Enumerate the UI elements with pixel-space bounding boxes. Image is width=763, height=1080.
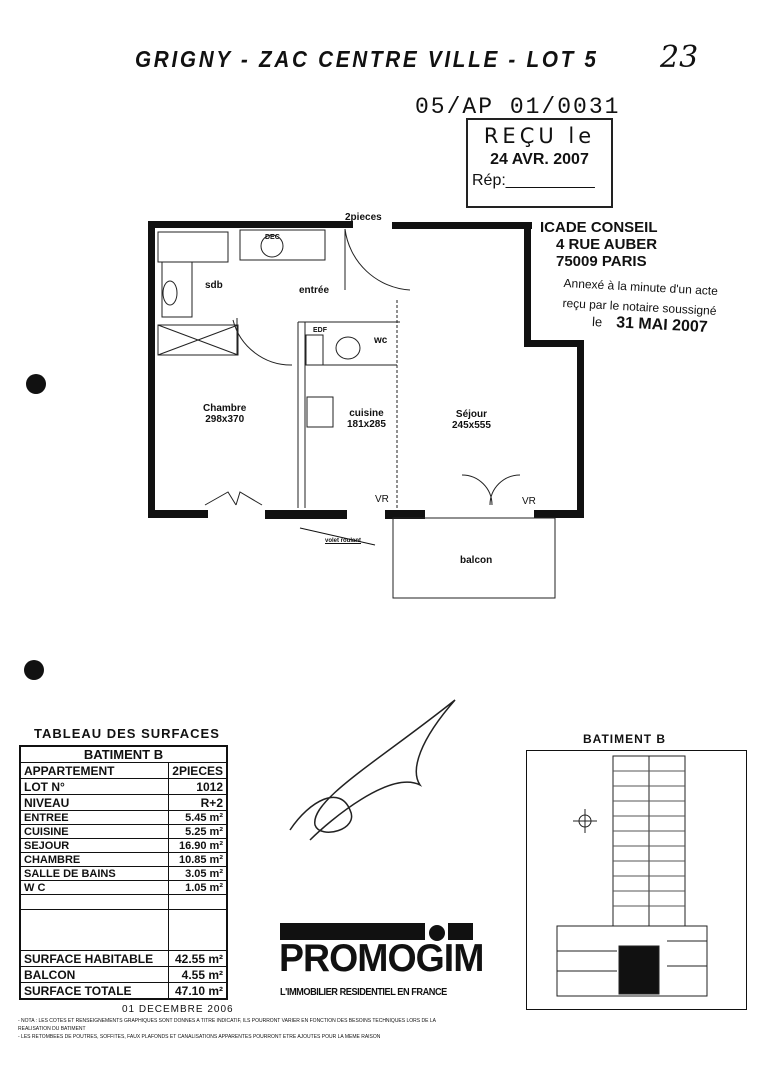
note-1: - NOTA : LES COTES ET RENSEIGNEMENTS GRA… <box>18 1018 436 1032</box>
walls <box>148 221 584 519</box>
logo-bar <box>280 923 425 940</box>
room-wc: wc <box>374 335 388 346</box>
notary-company: ICADE CONSEIL <box>540 219 658 236</box>
notary-street: 4 RUE AUBER <box>556 236 658 253</box>
page-number: 23 <box>660 40 699 75</box>
plan-date: 01 DECEMBRE 2006 <box>122 1004 234 1015</box>
cell-value: 4.55 m² <box>168 966 228 983</box>
cell-value: 16.90 m² <box>168 838 228 853</box>
cell-label: LOT N° <box>19 778 170 795</box>
cell-label: BALCON <box>19 966 170 983</box>
cell-label: APPARTEMENT <box>19 762 170 779</box>
reference-number: 05/AP 01/0031 <box>415 94 621 120</box>
logo-tagline: L'IMMOBILIER RESIDENTIEL EN FRANCE <box>280 987 447 998</box>
empty-cell <box>168 909 228 951</box>
cell-value: 5.45 m² <box>168 810 228 825</box>
cell-label: SALLE DE BAINS <box>19 866 170 881</box>
sejour-name: Séjour <box>455 409 488 420</box>
cell-value: 5.25 m² <box>168 824 228 839</box>
sejour-dimensions: 245x555 <box>452 420 491 431</box>
chambre-dimensions: 298x370 <box>205 414 245 425</box>
room-balcon: balcon <box>460 555 493 566</box>
cuisine-name: cuisine <box>349 408 384 419</box>
cell-label: SURFACE HABITABLE <box>19 950 170 967</box>
cell-label: SEJOUR <box>19 838 170 853</box>
notary-stamp: ICADE CONSEIL 4 RUE AUBER 75009 PARIS <box>540 219 658 270</box>
stamp-date: 24 AVR. 2007 <box>490 151 589 168</box>
cell-value: 3.05 m² <box>168 866 228 881</box>
received-stamp: REÇU le 24 AVR. 2007 Rép:__________ <box>466 118 613 208</box>
cell-value: 47.10 m² <box>168 982 228 1000</box>
note-2: - LES RETOMBEES DE POUTRES, SOFFITES, FA… <box>18 1034 381 1040</box>
surfaces-title: TABLEAU DES SURFACES <box>34 726 220 741</box>
edf-label: EDF <box>313 327 327 334</box>
logo-square <box>448 923 473 940</box>
cell-value: 1.05 m² <box>168 880 228 895</box>
empty-cell <box>19 909 170 951</box>
stamp-received: REÇU le <box>483 124 596 148</box>
chambre-name: Chambre <box>203 403 247 414</box>
room-sdb: sdb <box>205 280 223 291</box>
logo-dot <box>429 925 445 941</box>
floor-plan <box>148 221 584 599</box>
volet-label: volet roulant <box>325 538 362 544</box>
cell-value: 42.55 m² <box>168 950 228 967</box>
room-entree: entrée <box>299 285 330 296</box>
cell-label: NIVEAU <box>19 794 170 811</box>
notary-city: 75009 PARIS <box>556 253 647 270</box>
punch-hole <box>24 660 44 680</box>
empty-cell <box>19 894 170 910</box>
promogim-logo: PROMOGIM <box>279 937 484 980</box>
building-outline <box>556 755 708 997</box>
cell-label: ENTREE <box>19 810 170 825</box>
stamp-rep: Rép:__________ <box>472 172 595 189</box>
signature <box>289 699 456 841</box>
cell-label: W C <box>19 880 170 895</box>
notes: - NOTA : LES COTES ET RENSEIGNEMENTS GRA… <box>18 1017 438 1041</box>
site-plan-title: BATIMENT B <box>583 732 667 746</box>
cell-label: SURFACE TOTALE <box>19 982 170 1000</box>
plan-type-label: 2pieces <box>345 212 382 223</box>
vr-label-1: VR <box>375 494 389 505</box>
dec-label: DEC <box>265 234 280 241</box>
cell-value: R+2 <box>168 794 228 811</box>
building-label: BATIMENT B <box>19 745 228 763</box>
cuisine-dimensions: 181x285 <box>347 419 386 430</box>
vr-label-2: VR <box>522 496 536 507</box>
site-plan <box>526 750 747 1010</box>
document-title: GRIGNY - ZAC CENTRE VILLE - LOT 5 <box>135 46 599 72</box>
cell-label: CHAMBRE <box>19 852 170 867</box>
punch-hole <box>26 374 46 394</box>
cell-value: 2PIECES <box>168 762 228 779</box>
empty-cell <box>168 894 228 910</box>
cell-label: CUISINE <box>19 824 170 839</box>
cell-value: 1012 <box>168 778 228 795</box>
cell-value: 10.85 m² <box>168 852 228 867</box>
